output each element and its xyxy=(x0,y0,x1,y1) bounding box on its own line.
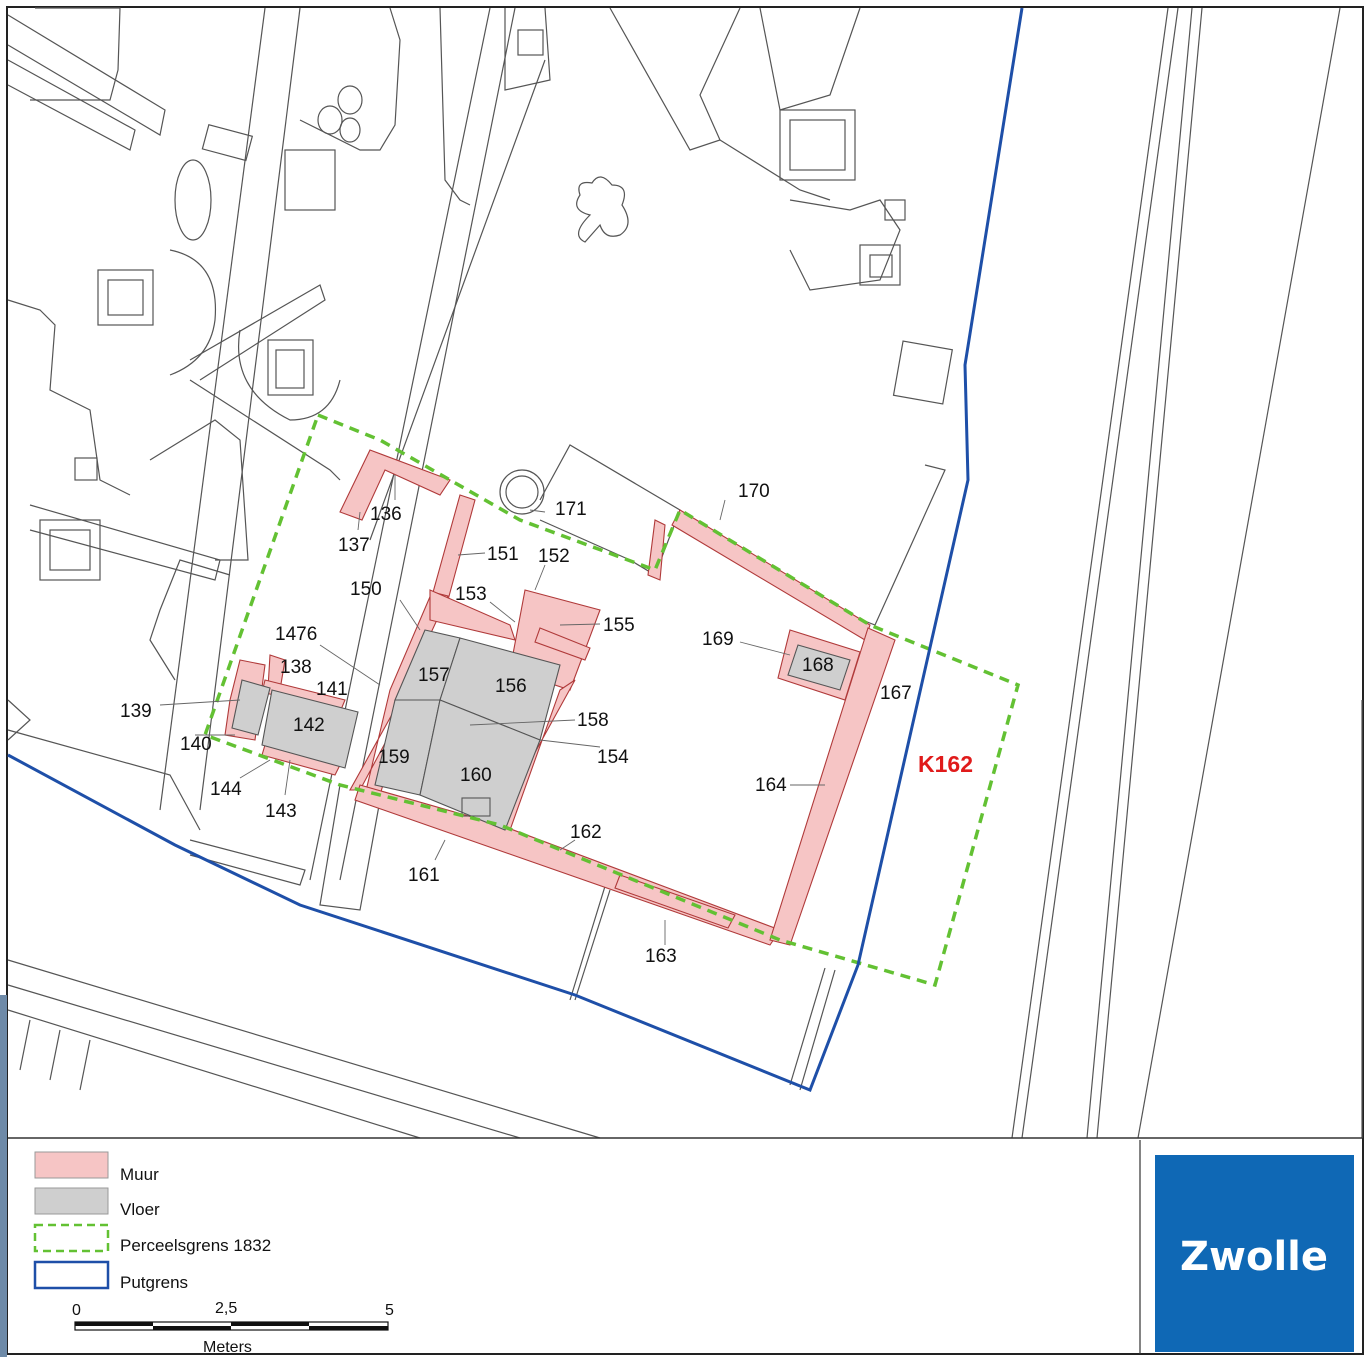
well-inner xyxy=(505,475,539,509)
scale-unit: Meters xyxy=(203,1339,252,1356)
legend-swatch-vloer xyxy=(34,1187,109,1215)
label-139: 139 xyxy=(120,701,152,722)
scale-tick-mid: 2,5 xyxy=(215,1300,237,1317)
label-168: 168 xyxy=(802,655,834,676)
scale-bar: 0 2,5 5 Meters xyxy=(72,1300,394,1356)
label-162: 162 xyxy=(570,822,602,843)
legend-label-perceelsgrens: Perceelsgrens 1832 xyxy=(120,1236,271,1255)
label-151: 151 xyxy=(487,544,519,565)
label-158: 158 xyxy=(577,710,609,731)
base-map-lines xyxy=(7,7,1363,1139)
legend-label-vloer: Vloer xyxy=(120,1200,160,1219)
perceelsgrens-boundary xyxy=(202,412,1021,988)
legend-label-putgrens: Putgrens xyxy=(120,1273,188,1292)
zwolle-logo-text: Zwolle xyxy=(1180,1234,1328,1280)
label-152: 152 xyxy=(538,546,570,567)
label-167: 167 xyxy=(880,683,912,704)
label-159: 159 xyxy=(378,747,410,768)
label-163: 163 xyxy=(645,946,677,967)
leader-lines xyxy=(159,475,825,945)
label-154: 154 xyxy=(597,747,629,768)
legend-label-muur: Muur xyxy=(120,1165,159,1184)
parcel-label: K162 xyxy=(918,751,973,777)
label-143: 143 xyxy=(265,801,297,822)
label-144: 144 xyxy=(210,779,242,800)
label-1476: 1476 xyxy=(275,624,317,645)
label-137: 137 xyxy=(338,535,370,556)
label-140: 140 xyxy=(180,734,212,755)
label-155: 155 xyxy=(603,615,635,636)
pit-rectangle xyxy=(461,797,491,817)
scale-seg-2 xyxy=(153,1326,231,1330)
well-outer xyxy=(499,469,545,515)
legend-swatch-muur xyxy=(34,1151,109,1179)
vloer-features xyxy=(231,629,851,831)
putgrens-boundary xyxy=(7,7,1024,1092)
label-141: 141 xyxy=(316,679,348,700)
label-138: 138 xyxy=(280,657,312,678)
label-171: 171 xyxy=(555,499,587,520)
label-169: 169 xyxy=(702,629,734,650)
label-170: 170 xyxy=(738,481,770,502)
zwolle-logo xyxy=(1155,1155,1354,1352)
legend: Muur Vloer Perceelsgrens 1832 Putgrens xyxy=(33,1151,271,1292)
label-142: 142 xyxy=(293,715,325,736)
scale-tick-end: 5 xyxy=(385,1302,394,1319)
scale-seg-4 xyxy=(309,1326,388,1330)
label-136: 136 xyxy=(370,504,402,525)
label-164: 164 xyxy=(755,775,787,796)
legend-swatch-putgrens xyxy=(33,1260,110,1290)
scale-seg-1 xyxy=(75,1322,153,1326)
label-156: 156 xyxy=(495,676,527,697)
label-161: 161 xyxy=(408,865,440,886)
label-153: 153 xyxy=(455,584,487,605)
left-edge-strip xyxy=(0,995,7,1357)
label-157: 157 xyxy=(418,665,450,686)
label-160: 160 xyxy=(460,765,492,786)
scale-tick-0: 0 xyxy=(72,1302,81,1319)
feature-labels: 136 137 138 139 140 141 142 143 144 150 … xyxy=(120,481,912,967)
scale-seg-3 xyxy=(231,1322,309,1326)
legend-swatch-perceelsgrens xyxy=(33,1223,110,1253)
label-150: 150 xyxy=(350,579,382,600)
